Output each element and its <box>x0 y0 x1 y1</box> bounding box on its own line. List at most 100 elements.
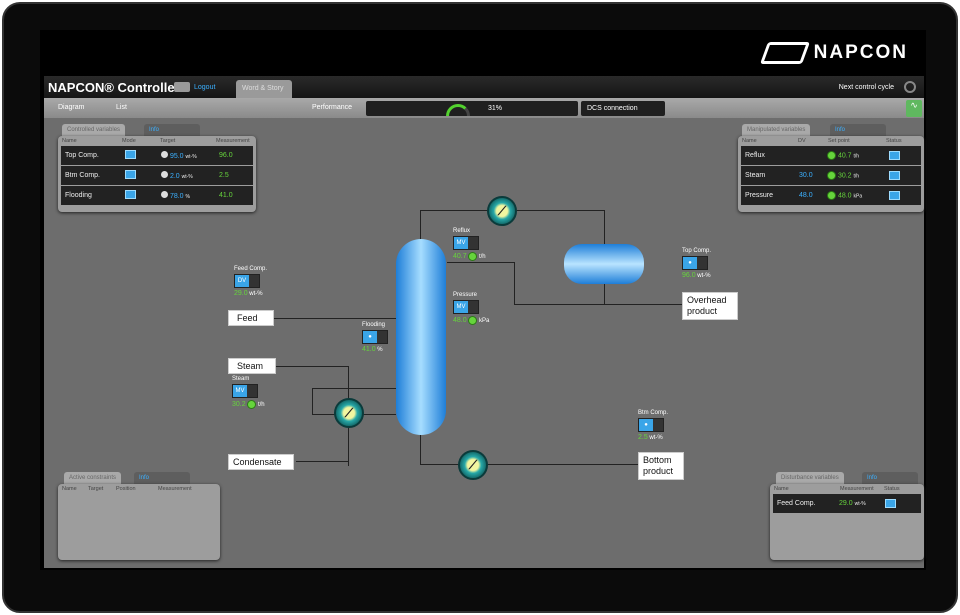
widget-unit: kPa <box>478 318 490 325</box>
cv-target[interactable]: 2.0 <box>169 173 180 180</box>
tab-word-story[interactable]: Word & Story <box>236 80 292 98</box>
tab-mv-info[interactable]: Info <box>830 124 886 136</box>
cv-icon: ● <box>639 419 653 431</box>
table-row[interactable]: Btm Comp. 2.0 wt-% 2.5 <box>61 166 253 185</box>
tab-disturbance-variables[interactable]: Disturbance variables <box>776 472 844 484</box>
pulse-button[interactable]: ∿ <box>906 100 922 117</box>
brand-name: NAPCON <box>813 42 908 63</box>
mv-name: Steam <box>745 172 766 179</box>
dv-measurement: 29.0 <box>839 500 853 507</box>
stream-bottom-product: Bottom product <box>638 452 684 480</box>
status-button[interactable] <box>885 499 896 508</box>
table-row[interactable]: Feed Comp.29.0 wt-% <box>773 494 921 513</box>
tab-controlled-variables[interactable]: Controlled variables <box>62 124 126 136</box>
mode-button[interactable] <box>125 190 136 199</box>
target-icon <box>161 151 168 158</box>
cv-target[interactable]: 78.0 <box>169 193 184 200</box>
napcon-logo-icon <box>759 42 810 64</box>
status-button[interactable] <box>889 151 900 160</box>
status-button[interactable] <box>889 191 900 200</box>
header-target: Target <box>88 486 104 492</box>
tab-cv-info[interactable]: Info <box>144 124 200 136</box>
monitor-icon[interactable] <box>174 82 190 92</box>
reflux-drum <box>564 244 644 284</box>
mode-button[interactable] <box>125 150 136 159</box>
controller-ui: NAPCON® Controller Logout Word & Story N… <box>44 76 924 568</box>
tab-manipulated-variables[interactable]: Manipulated variables <box>742 124 811 136</box>
widget-value: 41.0 <box>362 346 376 353</box>
widget-label: Reflux <box>453 228 471 234</box>
bottom-cooler-icon: ⟋ <box>458 450 488 480</box>
pipe <box>447 262 515 263</box>
pipe <box>514 262 515 304</box>
performance-box: 31% <box>366 101 578 116</box>
mv-setpoint[interactable]: 48.0 <box>837 192 852 200</box>
pipe <box>604 210 605 244</box>
tab-constraints-info[interactable]: Info <box>134 472 190 484</box>
cv-unit: % <box>185 194 190 200</box>
setpoint-icon <box>827 191 836 200</box>
performance-value: 31% <box>488 105 503 112</box>
widget-label: Pressure <box>453 292 478 298</box>
setpoint-icon <box>468 252 478 261</box>
tab-list[interactable]: List <box>116 104 127 111</box>
widget-value: 96.0 <box>682 272 696 279</box>
tab-dist-info[interactable]: Info <box>862 472 918 484</box>
tab-active-constraints[interactable]: Active constraints <box>64 472 122 484</box>
status-button[interactable] <box>889 171 900 180</box>
header-dv: DV <box>798 138 806 144</box>
cv-target[interactable]: 95.0 <box>169 153 184 160</box>
logout-link[interactable]: Logout <box>194 84 216 91</box>
tab-diagram[interactable]: Diagram <box>58 104 85 111</box>
widget-unit: wt-% <box>649 435 663 441</box>
cv-icon: ● <box>683 257 697 269</box>
table-row[interactable]: Top Comp. 95.0 wt-%96.0 <box>61 146 253 165</box>
mv-setpoint[interactable]: 40.7 <box>837 152 852 160</box>
pipe <box>296 461 348 462</box>
widget-value: 2.5 <box>638 434 648 441</box>
pipe <box>312 388 396 389</box>
widget-tag: DV <box>235 275 249 287</box>
top-bar: NAPCON® Controller Logout Word & Story N… <box>44 76 924 98</box>
mode-button[interactable] <box>125 170 136 179</box>
cv-unit: wt-% <box>181 174 193 180</box>
mv-setpoint[interactable]: 30.2 <box>837 172 852 180</box>
distillation-column <box>396 239 446 435</box>
widget-label: Feed Comp. <box>234 266 268 272</box>
cv-measurement: 96.0 <box>219 152 233 159</box>
stream-overhead-product: Overhead product <box>682 292 738 320</box>
mv-unit: kPa <box>853 193 863 200</box>
widget-value: 48.0 <box>453 317 467 325</box>
flooding-widget[interactable]: Flooding●41.0 % <box>362 322 388 353</box>
table-row[interactable]: Reflux 40.7 t/h <box>741 146 921 165</box>
table-row[interactable]: Flooding 78.0 %41.0 <box>61 186 253 205</box>
top-comp-widget[interactable]: Top Comp.●96.0 wt-% <box>682 248 711 279</box>
header-name: Name <box>62 486 77 492</box>
btm-comp-widget[interactable]: Btm Comp.●2.5 wt-% <box>638 410 668 441</box>
widget-label: Top Comp. <box>682 248 712 254</box>
cv-measurement: 2.5 <box>219 172 229 179</box>
reboiler-icon: ⟋ <box>334 398 364 428</box>
cv-unit: wt-% <box>185 154 197 160</box>
cv-name: Flooding <box>65 192 92 199</box>
app-title: NAPCON® Controller <box>48 80 180 95</box>
mv-name: Pressure <box>745 192 774 199</box>
dcs-connection: DCS connection <box>581 101 665 116</box>
next-cycle-label: Next control cycle <box>838 84 894 91</box>
header-name: Name <box>742 138 757 144</box>
pipe <box>274 318 396 319</box>
screen: NAPCON NAPCON® Controller Logout Word & … <box>40 30 926 570</box>
target-icon <box>161 191 168 198</box>
cycle-icon <box>904 81 916 93</box>
cv-name: Btm Comp. <box>65 172 101 179</box>
setpoint-icon <box>468 316 478 325</box>
widget-label: Flooding <box>362 322 386 328</box>
mv-unit: t/h <box>853 173 860 180</box>
